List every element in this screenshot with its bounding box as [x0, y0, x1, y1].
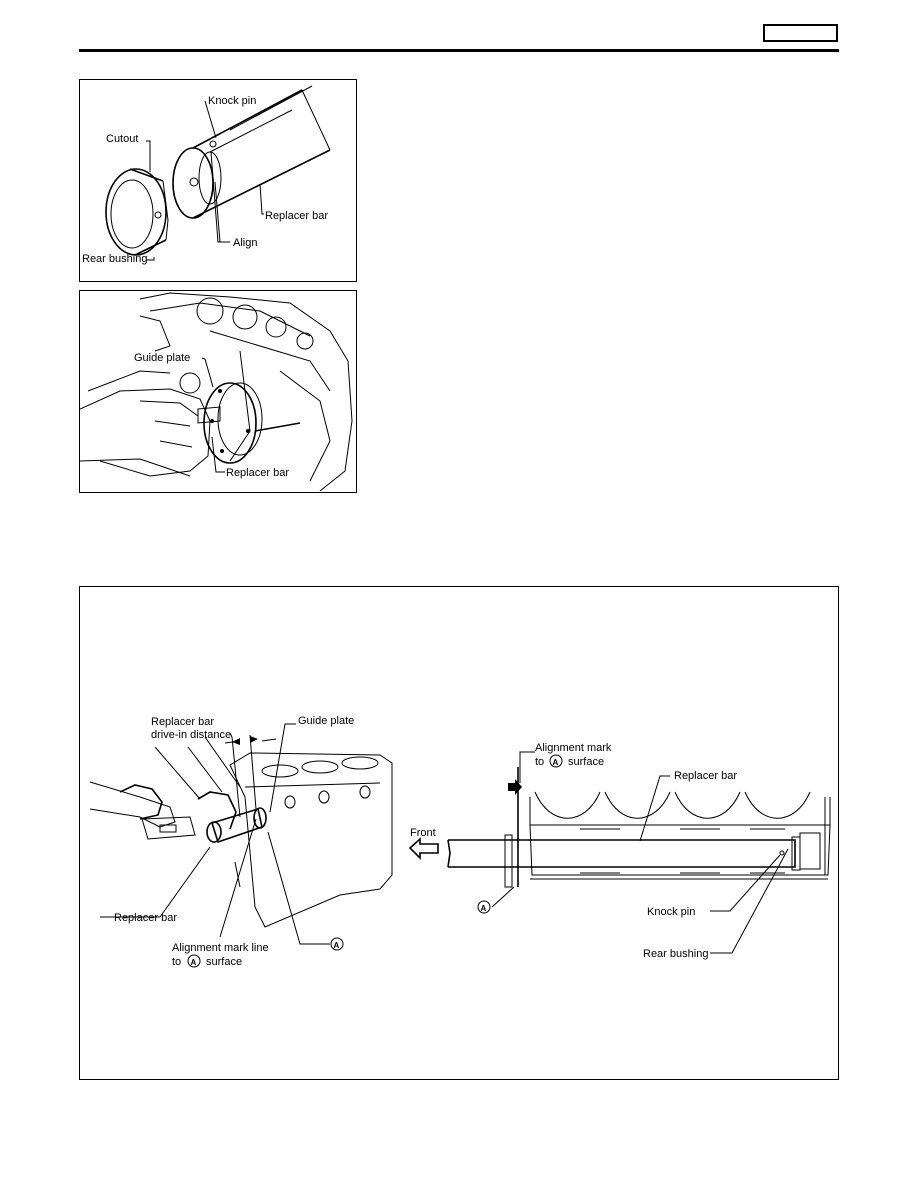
guide-plate-drawing [197, 382, 301, 464]
label-knock-pin: Knock pin [208, 95, 256, 107]
label-front: Front [410, 827, 436, 839]
label-guide-plate: Guide plate [298, 715, 354, 727]
label-replacer-bar-left: Replacer bar [114, 912, 177, 924]
figure-rear-bushing-alignment: Knock pin Cutout Replacer bar Align Rear… [79, 79, 357, 282]
label-replacer-bar: Replacer bar [265, 210, 328, 222]
figure-guide-plate-illustration: Guide plate Replacer bar [80, 292, 353, 492]
figure-guide-plate-install: Guide plate Replacer bar [79, 290, 357, 493]
label-alignment-surface-right: surface [568, 756, 604, 768]
label-alignment-line1-left: Alignment mark line [172, 942, 269, 954]
left-replacer-bar-drawing [206, 807, 267, 844]
label-replacer-bar-right: Replacer bar [674, 770, 737, 782]
left-marker-a-2: A [191, 958, 197, 967]
label-replacer-bar: Replacer bar [226, 467, 289, 479]
figure-alignment-illustration: A Replacer bar drive-in distance Guide p… [89, 715, 831, 968]
hand-drawing [80, 388, 211, 477]
section-code-box [763, 24, 838, 42]
right-replacer-bar-drawing [447, 767, 801, 888]
label-alignment-surface-left: surface [206, 956, 242, 968]
left-block-drawing [229, 752, 393, 928]
rear-bushing-drawing [105, 168, 169, 256]
label-knock-pin-right: Knock pin [647, 906, 695, 918]
right-block-drawing [529, 791, 831, 880]
label-drive-in-line1: Replacer bar [151, 716, 214, 728]
label-rear-bushing: Rear bushing [82, 253, 147, 265]
label-drive-in-line2: drive-in distance [151, 729, 231, 741]
left-hands-drawing [89, 736, 241, 840]
right-marker-a-2: A [553, 758, 559, 767]
label-guide-plate: Guide plate [134, 352, 190, 364]
label-alignment-line1-right: Alignment mark [535, 742, 612, 754]
label-rear-bushing-right: Rear bushing [643, 948, 708, 960]
right-marker-a: A [481, 904, 487, 913]
label-align: Align [233, 237, 257, 249]
label-cutout: Cutout [106, 133, 138, 145]
engine-block-drawing [80, 292, 353, 492]
figure-drive-in-alignment: A Replacer bar drive-in distance Guide p… [79, 586, 839, 1080]
label-alignment-to-left: to [172, 956, 181, 968]
left-marker-a: A [334, 941, 340, 950]
label-alignment-to-right: to [535, 756, 544, 768]
header-rule [79, 49, 839, 52]
figure-rear-bushing-illustration: Knock pin Cutout Replacer bar Align Rear… [82, 85, 331, 265]
replacer-bar-drawing [172, 85, 331, 219]
